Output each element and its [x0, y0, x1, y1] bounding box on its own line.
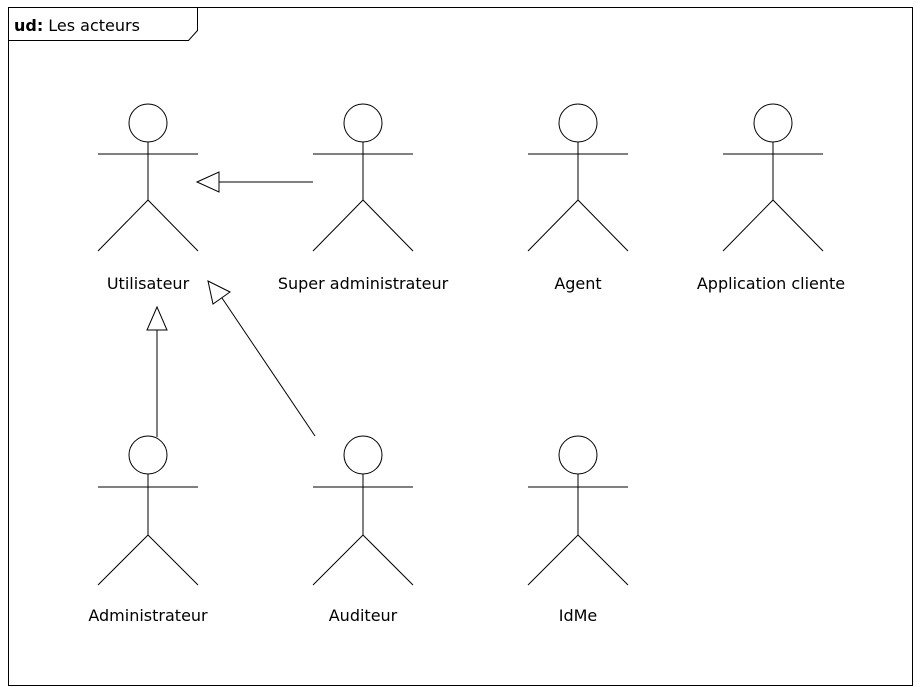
frame-label-tab: [8, 7, 198, 41]
generalization-administrateur-to-utilisateur[interactable]: [146, 305, 168, 437]
actor-utilisateur[interactable]: Utilisateur: [97, 103, 199, 293]
actor-auditeur-label: Auditeur: [329, 606, 398, 625]
diagram-frame: [8, 7, 913, 686]
actor-idme-label: IdMe: [559, 606, 598, 625]
actor-super-administrateur-label: Super administrateur: [278, 274, 449, 293]
frame-label: ud: Les acteurs: [14, 16, 140, 35]
actor-auditeur[interactable]: Auditeur: [312, 435, 414, 625]
actor-administrateur[interactable]: Administrateur: [88, 435, 208, 625]
actor-agent[interactable]: Agent: [527, 103, 629, 293]
frame-label-name: Les acteurs: [48, 16, 140, 35]
generalization-auditeur-to-utilisateur[interactable]: [207, 280, 316, 437]
frame-label-prefix: ud:: [14, 16, 43, 35]
actor-administrateur-label: Administrateur: [88, 606, 208, 625]
actor-application-cliente[interactable]: Application cliente: [697, 103, 845, 293]
actor-application-cliente-label: Application cliente: [697, 274, 845, 293]
actor-agent-label: Agent: [554, 274, 601, 293]
actor-super-administrateur[interactable]: Super administrateur: [278, 103, 449, 293]
actor-idme[interactable]: IdMe: [527, 435, 629, 625]
generalization-super-administrateur-to-utilisateur[interactable]: [195, 171, 313, 193]
actor-utilisateur-label: Utilisateur: [107, 274, 190, 293]
